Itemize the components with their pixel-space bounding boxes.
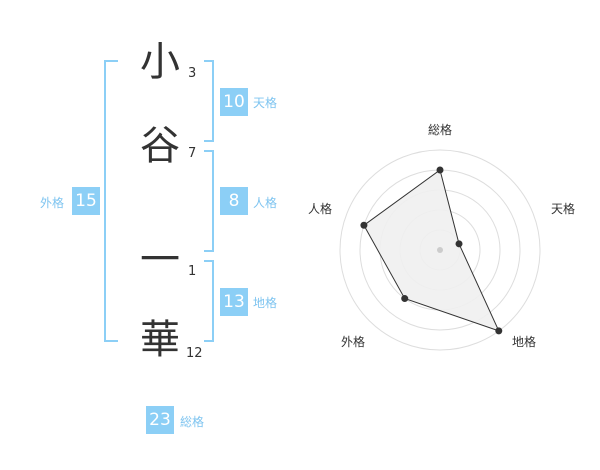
radar-point-2 [455, 240, 463, 248]
radar-area [363, 169, 500, 332]
stroke-count-3: 1 [188, 264, 197, 279]
name-char-2: 谷 [140, 123, 180, 169]
radar-points [360, 166, 503, 335]
soukaku-value-box: 23 [146, 406, 174, 434]
gaikaku-value-box: 15 [72, 187, 100, 215]
axis-label-tenkaku: 天格 [551, 201, 575, 216]
radar-point-5 [360, 221, 368, 229]
jinkaku-bracket [204, 150, 214, 252]
name-char-4: 華 [140, 317, 180, 363]
radar-point-4 [401, 295, 409, 303]
tenkaku-label: 天格 [253, 96, 278, 110]
axis-label-jinkaku: 人格 [308, 201, 332, 216]
stroke-count-1: 3 [188, 66, 197, 81]
name-char-1: 小 [140, 39, 180, 85]
axis-label-chikaku: 地格 [512, 334, 536, 349]
chikaku-bracket [204, 260, 214, 342]
soukaku-label: 総格 [180, 415, 205, 429]
radar-point-1 [436, 166, 444, 174]
tenkaku-bracket [204, 60, 214, 142]
chikaku-value-box: 13 [220, 288, 248, 316]
tenkaku-value-box: 10 [220, 88, 248, 116]
radar-point-3 [495, 327, 503, 335]
gaikaku-label: 外格 [40, 196, 65, 210]
gaikaku-bracket [104, 60, 118, 342]
jinkaku-value-box: 8 [220, 187, 248, 215]
axis-label-gaikaku: 外格 [341, 334, 365, 349]
jinkaku-label: 人格 [253, 196, 278, 210]
stroke-count-4: 12 [186, 346, 203, 361]
axis-label-soukaku: 総格 [428, 122, 452, 137]
name-char-3: 一 [140, 237, 180, 283]
chikaku-label: 地格 [253, 296, 278, 310]
stroke-count-2: 7 [188, 146, 197, 161]
radar-center-dot [437, 247, 443, 253]
radar-ring-5 [339, 149, 541, 351]
